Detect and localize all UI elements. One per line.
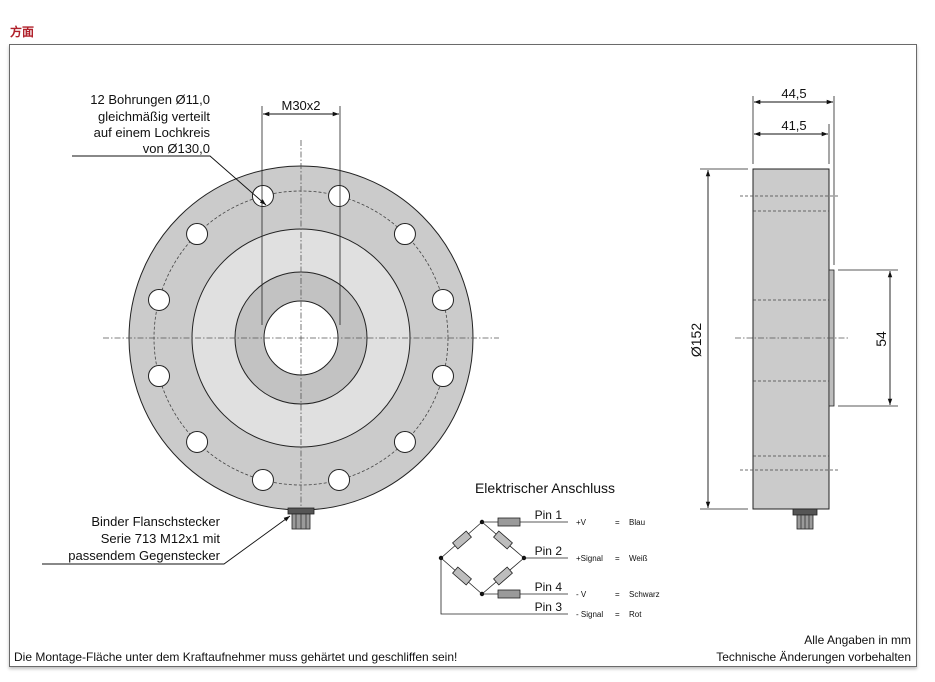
side-body — [752, 168, 830, 510]
page-title: 方面 — [10, 25, 35, 39]
pin3-label: Pin 3 — [535, 600, 563, 614]
connector-label-line2: Serie 713 M12x1 mit — [101, 531, 221, 546]
bolt-hole — [186, 430, 209, 453]
connector-label-line1: Binder Flanschstecker — [91, 514, 220, 529]
bolt-hole — [148, 365, 171, 388]
bore-label-line4: von Ø130,0 — [143, 141, 210, 156]
bolt-hole — [148, 288, 171, 311]
bolt-hole — [328, 185, 351, 208]
bore-label-line3: auf einem Lochkreis — [94, 125, 211, 140]
front-view: M30x2 12 Bohrungen Ø11,0 gleichmäßig ver… — [42, 92, 499, 565]
electrical-title: Elektrischer Anschluss — [475, 480, 615, 496]
bolt-hole — [431, 365, 454, 388]
connector-side — [792, 508, 818, 530]
dim-diameter: Ø152 — [688, 323, 704, 357]
svg-text:=: = — [615, 610, 620, 619]
bore-leader — [72, 155, 267, 206]
pin2-color: Weiß — [629, 554, 648, 563]
dim-body-width: 41,5 — [781, 118, 806, 133]
bolt-hole — [431, 288, 454, 311]
svg-text:+Signal: +Signal — [576, 554, 603, 563]
svg-text:- V: - V — [576, 590, 587, 599]
pin1-label: Pin 1 — [535, 508, 563, 522]
footer-disclaimer: Technische Änderungen vorbehalten — [716, 650, 911, 664]
wiring-diagram: Elektrischer Anschluss Pin 1 Pin 2 Pin 4… — [438, 480, 660, 619]
bolt-hole — [328, 468, 351, 491]
pin2-label: Pin 2 — [535, 544, 563, 558]
svg-text:=: = — [615, 518, 620, 527]
svg-text:=: = — [615, 554, 620, 563]
pin4-label: Pin 4 — [535, 580, 563, 594]
connector-front — [287, 507, 315, 530]
bolt-hole — [393, 223, 416, 246]
bolt-hole — [251, 185, 274, 208]
pin1-color: Blau — [629, 518, 645, 527]
pin4-color: Schwarz — [629, 590, 660, 599]
side-view: 44,5 41,5 Ø152 54 — [688, 86, 898, 530]
bolt-hole — [186, 223, 209, 246]
svg-text:- Signal: - Signal — [576, 610, 603, 619]
svg-text:+V: +V — [576, 518, 587, 527]
bolt-hole — [393, 430, 416, 453]
bolt-hole — [251, 468, 274, 491]
connector-leader — [42, 515, 291, 565]
connector-label-line3: passendem Gegenstecker — [68, 548, 220, 563]
dim-total-width: 44,5 — [781, 86, 806, 101]
footer-note: Die Montage-Fläche unter dem Kraftaufneh… — [14, 650, 457, 664]
bolt-holes — [148, 185, 454, 491]
bore-label-line1: 12 Bohrungen Ø11,0 — [90, 92, 210, 107]
footer-units: Alle Angaben in mm — [804, 633, 911, 647]
bore-label-line2: gleichmäßig verteilt — [98, 109, 210, 124]
dim-hub: 54 — [873, 331, 889, 347]
svg-text:=: = — [615, 590, 620, 599]
pin3-color: Rot — [629, 610, 642, 619]
thread-label: M30x2 — [281, 98, 320, 113]
